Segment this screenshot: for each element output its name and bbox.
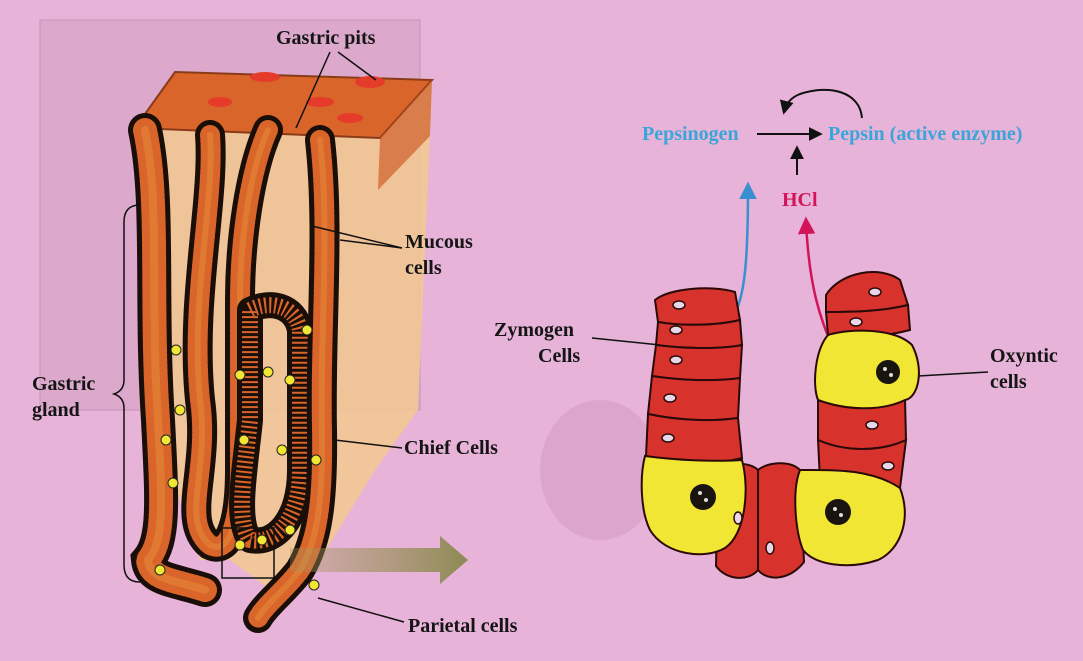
gastric-pit-opening xyxy=(355,76,385,88)
gastric-gland-illustration xyxy=(114,72,468,618)
stomach-surface xyxy=(135,72,432,138)
oxyntic-leader-line xyxy=(918,372,988,376)
pepsinogen-label: Pepsinogen xyxy=(642,123,739,145)
parietal-cells-label: Parietal cells xyxy=(408,615,518,637)
gastric-pit-opening xyxy=(250,72,280,82)
zymogen-cells-label-line1: Zymogen xyxy=(494,319,574,341)
hcl-label: HCl xyxy=(782,189,818,211)
zymogen-leader-line xyxy=(592,338,660,345)
oxyntic-cells-label-line2: cells xyxy=(990,371,1027,393)
autocatalysis-arrow xyxy=(784,90,862,118)
gastric-gland-label-line1: Gastric xyxy=(32,373,95,395)
gastric-pit-opening xyxy=(306,97,334,107)
pepsin-label: Pepsin (active enzyme) xyxy=(828,123,1022,145)
zymogen-cells-label-line2: Cells xyxy=(538,345,580,367)
mucous-cells-label-line1: Mucous xyxy=(405,231,473,253)
chief-cells-label: Chief Cells xyxy=(404,437,498,459)
mucous-cells-label-line2: cells xyxy=(405,257,442,279)
gland-cell-cluster xyxy=(642,272,919,578)
gastric-gland-label-line2: gland xyxy=(32,399,80,421)
gastric-pit-opening xyxy=(337,113,363,123)
gastric-pit-opening xyxy=(208,97,232,107)
gastric-pits-label: Gastric pits xyxy=(276,27,376,49)
oxyntic-cells-label-line1: Oxyntic xyxy=(990,345,1058,367)
